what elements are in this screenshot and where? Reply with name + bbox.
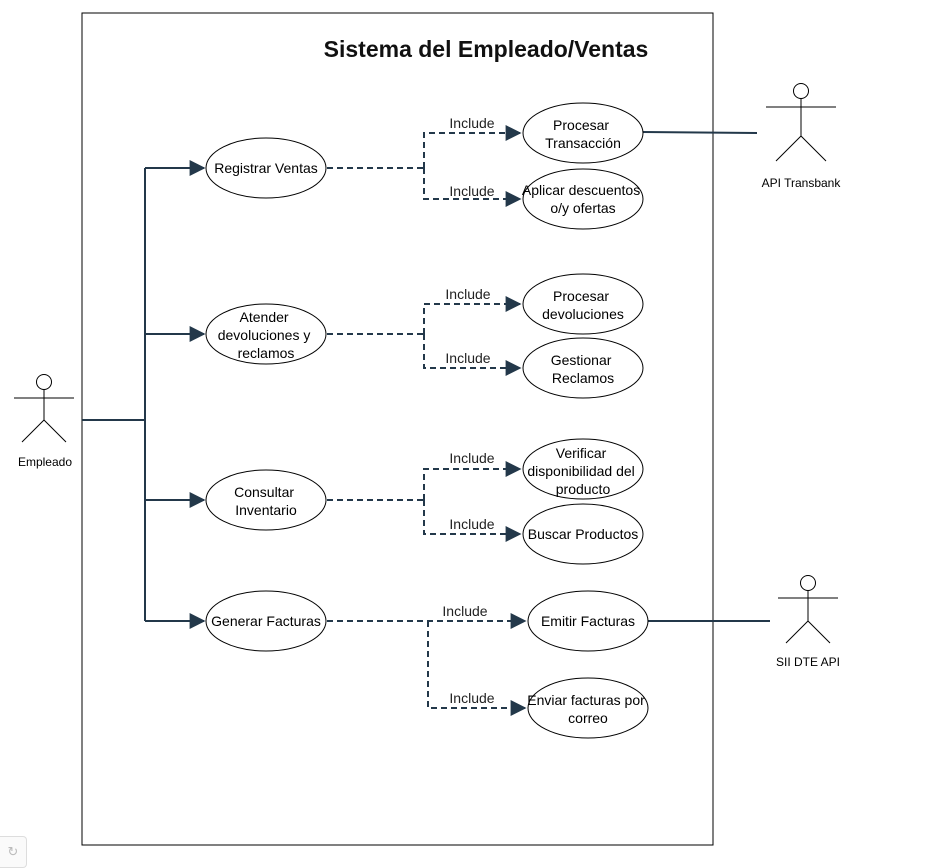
svg-text:Aplicar descuentos o/y o: Aplicar descuentos o/y ofertas [522, 182, 644, 216]
refresh-button[interactable]: ↻ [0, 836, 27, 868]
use-case-label: Reclamos [552, 370, 614, 386]
include-label: Include [445, 286, 490, 302]
use-case-label: Transacción [545, 135, 621, 151]
use-case-verificar-disponibilidad[interactable]: Verificar disponibilidad del producto [522, 438, 644, 500]
use-case-buscar-productos[interactable]: Buscar Productos [522, 503, 644, 565]
use-case-label: correo [568, 710, 608, 726]
include-label: Include [449, 516, 494, 532]
svg-text:Registrar Ventas: Registrar Ventas [214, 160, 318, 176]
use-case-label: Atender [240, 309, 289, 325]
actor-label: SII DTE API [776, 655, 840, 669]
use-case-label: Emitir Facturas [541, 613, 635, 629]
svg-text:Generar Facturas: Generar Facturas [211, 613, 321, 629]
stick-figure-icon [14, 374, 74, 443]
transbank-association [642, 131, 758, 134]
include-connectors [327, 125, 527, 716]
use-case-label: Buscar Productos [528, 526, 639, 542]
use-case-label: Registrar Ventas [214, 160, 318, 176]
use-case-label: Inventario [235, 502, 297, 518]
use-case-label: Procesar [553, 117, 609, 133]
use-case-aplicar-descuentos[interactable]: Aplicar descuentos o/y ofertas [522, 168, 644, 230]
actor-empleado[interactable]: Empleado [14, 374, 74, 470]
empleado-associations [82, 160, 206, 629]
use-case-consultar-inventario[interactable]: Consultar Inventario [205, 469, 327, 531]
use-case-label: devoluciones y [218, 327, 311, 343]
use-case-label: producto [556, 481, 611, 497]
include-label: Include [449, 183, 494, 199]
svg-text:Enviar facturas por corr: Enviar facturas por correo [527, 692, 648, 726]
use-case-emitir-facturas[interactable]: Emitir Facturas [527, 590, 649, 652]
stick-figure-icon [766, 83, 836, 162]
svg-text:Atender devoluciones y: Atender devoluciones y reclamos [218, 309, 315, 361]
svg-text:Procesar devoluciones: Procesar devoluciones [542, 288, 624, 322]
use-case-label: Enviar facturas por [527, 692, 645, 708]
use-case-procesar-devoluciones[interactable]: Procesar devoluciones [522, 273, 644, 335]
svg-text:Gestionar Reclamos: Gestionar Reclamos [551, 352, 616, 386]
use-case-generar-facturas[interactable]: Generar Facturas [205, 590, 327, 652]
use-case-label: Aplicar descuentos [522, 182, 640, 198]
svg-text:Procesar Transacción: Procesar Transacción [545, 117, 621, 151]
svg-text:Emitir Facturas: Emitir Facturas [541, 613, 635, 629]
use-case-label: Consultar [234, 484, 294, 500]
use-case-label: Gestionar [551, 352, 612, 368]
svg-text:Verificar disponibilidad: Verificar disponibilidad del producto [527, 445, 638, 497]
include-label: Include [442, 603, 487, 619]
use-case-enviar-facturas[interactable]: Enviar facturas por correo [527, 677, 649, 739]
use-case-label: Procesar [553, 288, 609, 304]
use-case-atender-devoluciones[interactable]: Atender devoluciones y reclamos [205, 303, 327, 365]
actor-sii-dte-api[interactable]: SII DTE API [776, 575, 840, 670]
use-case-label: reclamos [238, 345, 295, 361]
use-case-label: o/y ofertas [550, 200, 615, 216]
use-case-gestionar-reclamos[interactable]: Gestionar Reclamos [522, 337, 644, 399]
include-labels: Include Include Include Include Include … [442, 115, 494, 706]
include-label: Include [445, 350, 490, 366]
system-title: Sistema del Empleado/Ventas [324, 36, 649, 62]
include-label: Include [449, 115, 494, 131]
use-case-label: disponibilidad del [527, 463, 634, 479]
use-case-procesar-transaccion[interactable]: Procesar Transacción [522, 102, 644, 164]
actor-api-transbank[interactable]: API Transbank [762, 83, 842, 191]
refresh-icon: ↻ [7, 844, 19, 859]
include-label: Include [449, 450, 494, 466]
stick-figure-icon [778, 575, 838, 644]
actor-label: Empleado [18, 455, 72, 469]
use-case-label: Verificar [556, 445, 607, 461]
actor-label: API Transbank [762, 176, 842, 190]
svg-text:Consultar Inventario: Consultar Inventario [234, 484, 298, 518]
use-case-label: Generar Facturas [211, 613, 321, 629]
use-case-label: devoluciones [542, 306, 624, 322]
include-label: Include [449, 690, 494, 706]
use-case-registrar-ventas[interactable]: Registrar Ventas [205, 137, 327, 199]
svg-text:Buscar Productos: Buscar Productos [528, 526, 639, 542]
